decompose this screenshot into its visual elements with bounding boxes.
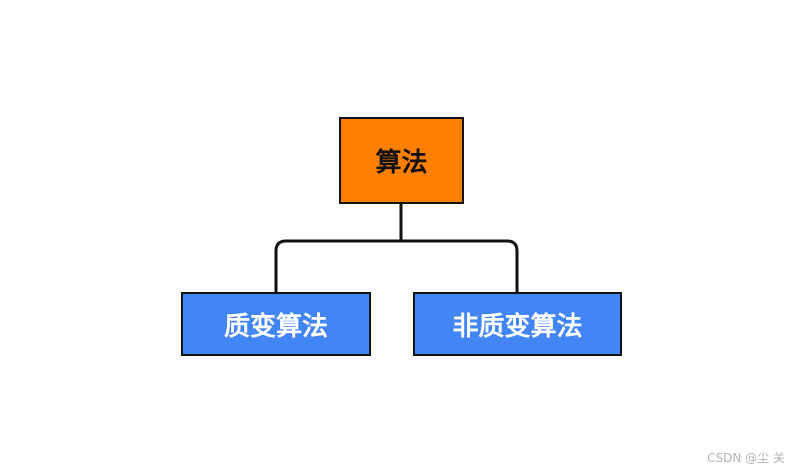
branch-line [274,239,519,292]
root-node-algorithm: 算法 [339,117,464,204]
watermark: CSDN @尘 关 [707,451,785,465]
child-node-non-mutating-algorithm: 非质变算法 [413,292,622,356]
child-node-label-right: 非质变算法 [452,311,583,342]
root-node-label: 算法 [375,148,428,178]
child-node-mutating-algorithm: 质变算法 [181,292,371,356]
child-node-label-left: 质变算法 [223,311,328,342]
